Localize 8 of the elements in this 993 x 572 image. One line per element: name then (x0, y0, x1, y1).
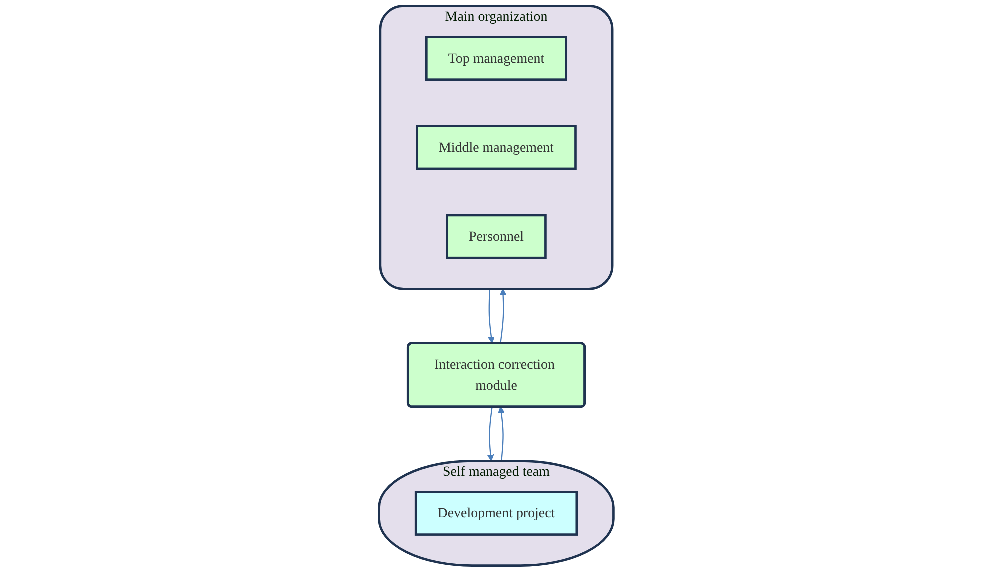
arrow (500, 288, 507, 344)
node-box: Development project (414, 491, 578, 536)
arrow (498, 406, 505, 462)
node-box: Personnel (446, 214, 547, 260)
arrow (488, 289, 495, 344)
arrow (487, 406, 494, 462)
node-box: Middle management (416, 125, 577, 170)
node-box: Top management (426, 36, 568, 81)
